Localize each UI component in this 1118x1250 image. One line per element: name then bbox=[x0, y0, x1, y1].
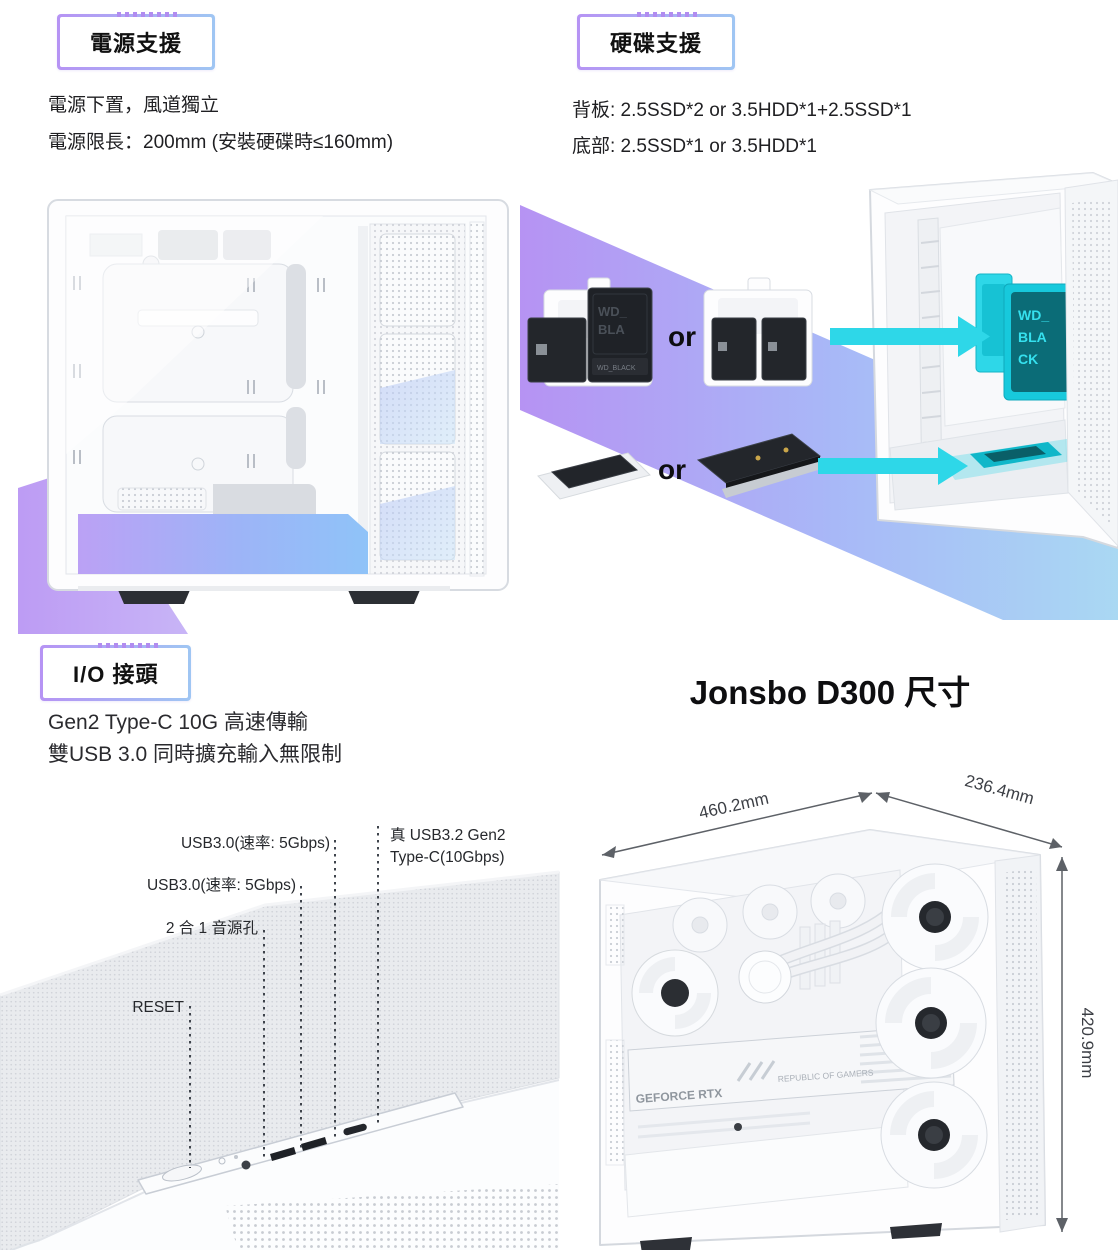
reset-label: RESET bbox=[132, 999, 184, 1016]
dimensions-illustration: GEFORCE RTX REPUBLIC OF GAMERS bbox=[599, 771, 1097, 1250]
usb-port bbox=[270, 1147, 296, 1161]
bracket-option-dual-ssd bbox=[703, 277, 813, 387]
or-text-2: or bbox=[658, 454, 686, 485]
cable-grommet bbox=[213, 484, 316, 520]
top-vent bbox=[89, 233, 143, 257]
width-dimension-label: 460.2mm bbox=[697, 789, 770, 823]
ssd-drive bbox=[711, 317, 757, 381]
mounting-clips bbox=[73, 276, 325, 468]
cable-grommet bbox=[286, 264, 306, 389]
usb-port bbox=[301, 1137, 327, 1151]
bracket-option-ssd-hdd: WD_ BLA WD_BLACK bbox=[527, 277, 653, 387]
leader-lines bbox=[189, 826, 379, 1168]
drive-back-text: 背板: 2.5SSD*2 or 3.5HDD*1+2.5SSD*1 bbox=[572, 100, 912, 121]
wd-black-hdd: WD_ BLA WD_BLACK bbox=[587, 287, 653, 383]
depth-dimension-label: 236.4mm bbox=[963, 771, 1036, 808]
hdd-brand-text: BLA bbox=[1018, 329, 1047, 345]
usb-bottom-label: USB3.0(速率: 5Gbps) bbox=[147, 876, 296, 894]
pcie-slots bbox=[637, 1111, 811, 1139]
top-radiator-fans bbox=[672, 873, 866, 953]
case-foot bbox=[348, 590, 420, 604]
led-indicator bbox=[218, 1157, 226, 1165]
height-dimension-label: 420.9mm bbox=[1078, 1008, 1097, 1079]
badge-tick-decoration bbox=[97, 643, 162, 648]
front-mesh-column bbox=[994, 854, 1046, 1233]
power-support-badge-label: 電源支援 bbox=[60, 17, 213, 67]
tray-ssd-option bbox=[537, 452, 651, 500]
drive-bottom-text: 底部: 2.5SSD*1 or 3.5HDD*1 bbox=[572, 136, 817, 157]
io-port-strip bbox=[137, 1092, 464, 1195]
dimensions-title: Jonsbo D300 尺寸 bbox=[689, 674, 971, 711]
hdd-brand-text: WD_ bbox=[598, 304, 628, 319]
power-layout-text: 電源下置，風道獨立 bbox=[48, 95, 220, 116]
io-labels: USB3.0(速率: 5Gbps) 真 USB3.2 Gen2 Type-C(1… bbox=[132, 826, 505, 1016]
side-vent bbox=[605, 904, 625, 966]
hdd-brand-text: WD_ bbox=[1018, 307, 1049, 323]
drive-install-illustration: WD_ BLA CK bbox=[520, 172, 1118, 620]
power-support-badge: 電源支援 bbox=[57, 12, 216, 70]
led-indicator bbox=[234, 1155, 238, 1159]
usb-top-label: USB3.0(速率: 5Gbps) bbox=[181, 834, 330, 852]
case-top-mesh-panel bbox=[0, 870, 560, 1250]
case-interior-illustration bbox=[18, 199, 509, 634]
case-foot bbox=[640, 1237, 692, 1250]
drive-support-badge: 硬碟支援 bbox=[577, 12, 736, 70]
highlighted-bottom-ssd bbox=[970, 442, 1062, 468]
gpu-brand-text: GEFORCE RTX bbox=[635, 1086, 722, 1106]
power-length-text: 電源限長：200mm (安裝硬碟時≤160mm) bbox=[48, 132, 394, 153]
audio-jack bbox=[241, 1160, 251, 1170]
front-fans bbox=[875, 863, 989, 1189]
audio-label: 2 合 1 音源孔 bbox=[166, 919, 259, 937]
typec-label-line2: Type-C(10Gbps) bbox=[390, 849, 505, 866]
case-angled-view: WD_ BLA CK bbox=[868, 172, 1118, 549]
ssd-drive bbox=[527, 317, 587, 383]
perforated-fan-column bbox=[369, 223, 466, 575]
install-arrow-icon bbox=[830, 316, 990, 357]
cpu-pump bbox=[738, 950, 792, 1004]
cable-grommet bbox=[286, 407, 306, 469]
hdd-flat-option bbox=[696, 433, 822, 498]
io-usb-text: 雙USB 3.0 同時擴充輸入無限制 bbox=[48, 743, 343, 766]
io-badge: I/O 接頭 bbox=[40, 643, 192, 701]
hdd-plate-text: WD_BLACK bbox=[597, 365, 636, 372]
drive-support-badge-label: 硬碟支援 bbox=[580, 17, 733, 67]
or-text-1: or bbox=[668, 321, 696, 352]
highlighted-ssd bbox=[975, 273, 1013, 373]
ssd-drive bbox=[761, 317, 807, 381]
io-port-diagram: USB3.0(速率: 5Gbps) 真 USB3.2 Gen2 Type-C(1… bbox=[0, 826, 560, 1250]
io-badge-label: I/O 接頭 bbox=[43, 648, 189, 698]
rear-fan bbox=[631, 949, 719, 1037]
top-cutout bbox=[158, 230, 218, 260]
dimension-annotations bbox=[601, 792, 1068, 1232]
hdd-brand-text: CK bbox=[1018, 351, 1038, 367]
badge-tick-decoration bbox=[117, 12, 182, 17]
built-case-view: GEFORCE RTX REPUBLIC OF GAMERS bbox=[599, 829, 1046, 1250]
hdd-brand-text: BLA bbox=[598, 322, 625, 337]
glass-reflection bbox=[66, 216, 323, 454]
top-cutout bbox=[223, 230, 271, 260]
io-typec-text: Gen2 Type-C 10G 高速傳輸 bbox=[48, 711, 308, 734]
case-foot bbox=[118, 590, 190, 604]
front-mesh-column bbox=[1064, 179, 1118, 547]
badge-tick-decoration bbox=[637, 12, 702, 17]
case-side-view bbox=[47, 199, 509, 604]
power-button bbox=[162, 1164, 202, 1182]
psu-shroud bbox=[78, 514, 368, 574]
front-vent-holes bbox=[225, 1184, 559, 1250]
typec-port bbox=[343, 1123, 367, 1136]
side-vent bbox=[605, 1039, 625, 1166]
highlighted-hdd: WD_ BLA CK bbox=[1003, 283, 1079, 401]
psu-shroud bbox=[624, 1124, 909, 1218]
install-arrow-icon bbox=[818, 447, 968, 485]
typec-label-line1: 真 USB3.2 Gen2 bbox=[390, 826, 505, 844]
case-foot bbox=[890, 1223, 942, 1239]
